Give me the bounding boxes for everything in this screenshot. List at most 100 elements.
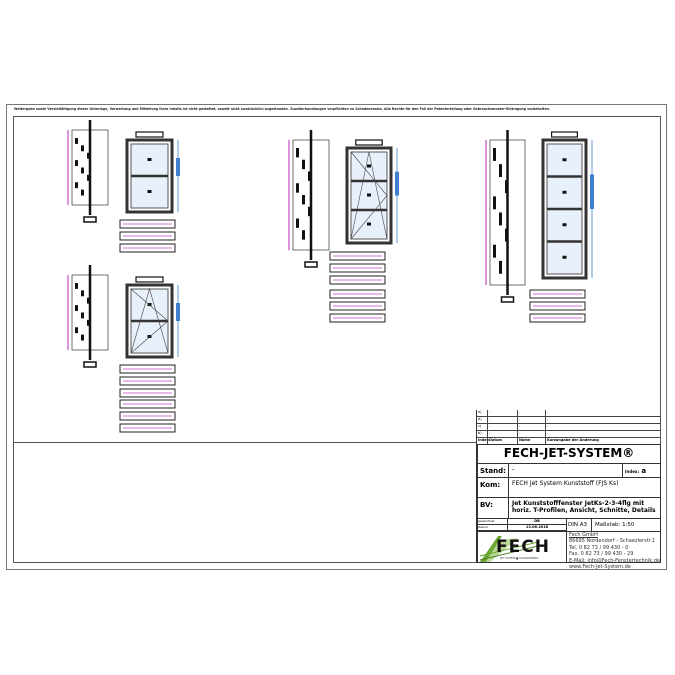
pane-label: [367, 164, 371, 168]
detail-profile: [119, 364, 176, 374]
company-tel: Tel. 0 82 73 / 99 430 - 0: [569, 544, 629, 551]
detail-profile: [119, 388, 176, 398]
detail-profile: [119, 219, 176, 229]
stand-label: Stand:: [477, 463, 509, 478]
detail-profile: [119, 231, 176, 241]
detail-profile: [329, 275, 386, 285]
rev-datum: -: [487, 424, 491, 430]
profile-section: [75, 283, 78, 289]
company-fax: Fax. 0 82 73 / 99 430 - 29: [569, 551, 634, 558]
pane-label: [147, 303, 152, 306]
opening-symbol: [130, 287, 169, 354]
sill-detail: [135, 131, 164, 138]
drawing-sheet-border: [6, 104, 667, 570]
profile-section: [493, 244, 496, 258]
sill-detail: [135, 276, 164, 283]
rev-header-name: Name: [517, 438, 531, 444]
profile-section: [75, 160, 78, 167]
copyright-notice: Weitergabe sowie Vervielfältigung dieser…: [14, 107, 551, 111]
index-label: Index:: [625, 469, 640, 474]
profile-section: [87, 319, 90, 326]
base-detail: [83, 216, 97, 223]
pane-label: [147, 190, 152, 193]
logo-subtext: JET SYSTEM ■ FASSADENBAU: [500, 557, 539, 560]
window-frame: [125, 138, 174, 214]
company-email[interactable]: E-Mail: info@Fech-Fenstertechnik.de: [569, 557, 660, 564]
profile-section: [499, 164, 502, 178]
profile-section: [87, 152, 90, 159]
window-frame: [541, 138, 588, 280]
detail-profile: [119, 411, 176, 421]
revision-row: b)---: [477, 431, 661, 438]
detail-profile: [119, 399, 176, 409]
base-detail: [500, 296, 515, 303]
system-title: FECH-JET-SYSTEM®: [477, 444, 661, 464]
bv-value: Jet Kunststofffenster JetKs-2-3-4flg mit…: [508, 497, 661, 519]
opening-symbol: [350, 151, 388, 240]
kom-label: Kom:: [477, 477, 509, 498]
rev-text: -: [545, 424, 549, 430]
base-detail: [304, 261, 318, 268]
profile-section: [75, 138, 78, 144]
rev-header-datum: Datum: [487, 438, 503, 444]
window-frame: [345, 146, 393, 245]
detail-profile: [119, 423, 176, 433]
company-street: 86695 Nordendorf - Schaezlerstr.1: [569, 538, 656, 545]
index-field: Index: a: [622, 463, 661, 478]
sill-detail: [355, 139, 383, 146]
profile-section: [81, 290, 84, 297]
rev-datum: -: [487, 417, 491, 423]
detail-profile: [119, 243, 176, 253]
detail-profile: [329, 301, 386, 311]
rev-name: -: [517, 410, 521, 416]
profile-section: [302, 195, 305, 205]
rev-name: -: [517, 424, 521, 430]
handle-detail: [176, 303, 180, 321]
profile-section: [75, 182, 78, 189]
scale: Maßstab: 1:50: [591, 518, 661, 532]
company-web[interactable]: www.Fech-Jet-System.de: [569, 564, 631, 571]
detail-profile: [329, 251, 386, 261]
pane-label: [562, 158, 567, 162]
profile-section: [87, 174, 90, 181]
profile-section: [308, 206, 311, 217]
rev-text: -: [545, 410, 549, 416]
rev-name: -: [517, 417, 521, 423]
profile-section: [75, 305, 78, 312]
pane-label: [562, 190, 567, 194]
profile-section: [296, 148, 299, 158]
opening-symbol: [350, 151, 388, 240]
detail-profile: [529, 301, 586, 311]
rev-datum: -: [487, 431, 491, 437]
profile-section: [75, 327, 78, 334]
index-value: a: [641, 467, 647, 475]
detail-profile: [529, 289, 586, 299]
detail-profile: [329, 289, 386, 299]
paper-format: DIN A3: [566, 518, 592, 532]
revision-row: d)---: [477, 417, 661, 424]
window-frame: [125, 283, 174, 359]
rev-name: -: [517, 431, 521, 437]
profile-section: [81, 167, 84, 174]
company-logo: FECH JET SYSTEM ■ FASSADENBAU: [477, 531, 567, 563]
profile-section: [505, 180, 508, 194]
profile-section: [302, 159, 305, 170]
rev-text: -: [545, 417, 549, 423]
pane-label: [367, 193, 371, 197]
handle-detail: [395, 171, 399, 196]
detail-profile: [329, 313, 386, 323]
rev-index: e): [478, 410, 482, 414]
sill-detail: [550, 131, 578, 138]
revision-row: c)---: [477, 424, 661, 431]
pane-label: [147, 158, 152, 161]
profile-section: [81, 145, 84, 152]
handle-detail: [590, 174, 594, 209]
detail-profile: [529, 313, 586, 323]
bv-label: BV:: [477, 497, 509, 519]
datum-value: 13.06.2016: [507, 524, 567, 531]
profile-section: [499, 260, 502, 274]
profile-section: [87, 297, 90, 304]
rev-header-index: Index: [478, 438, 489, 442]
